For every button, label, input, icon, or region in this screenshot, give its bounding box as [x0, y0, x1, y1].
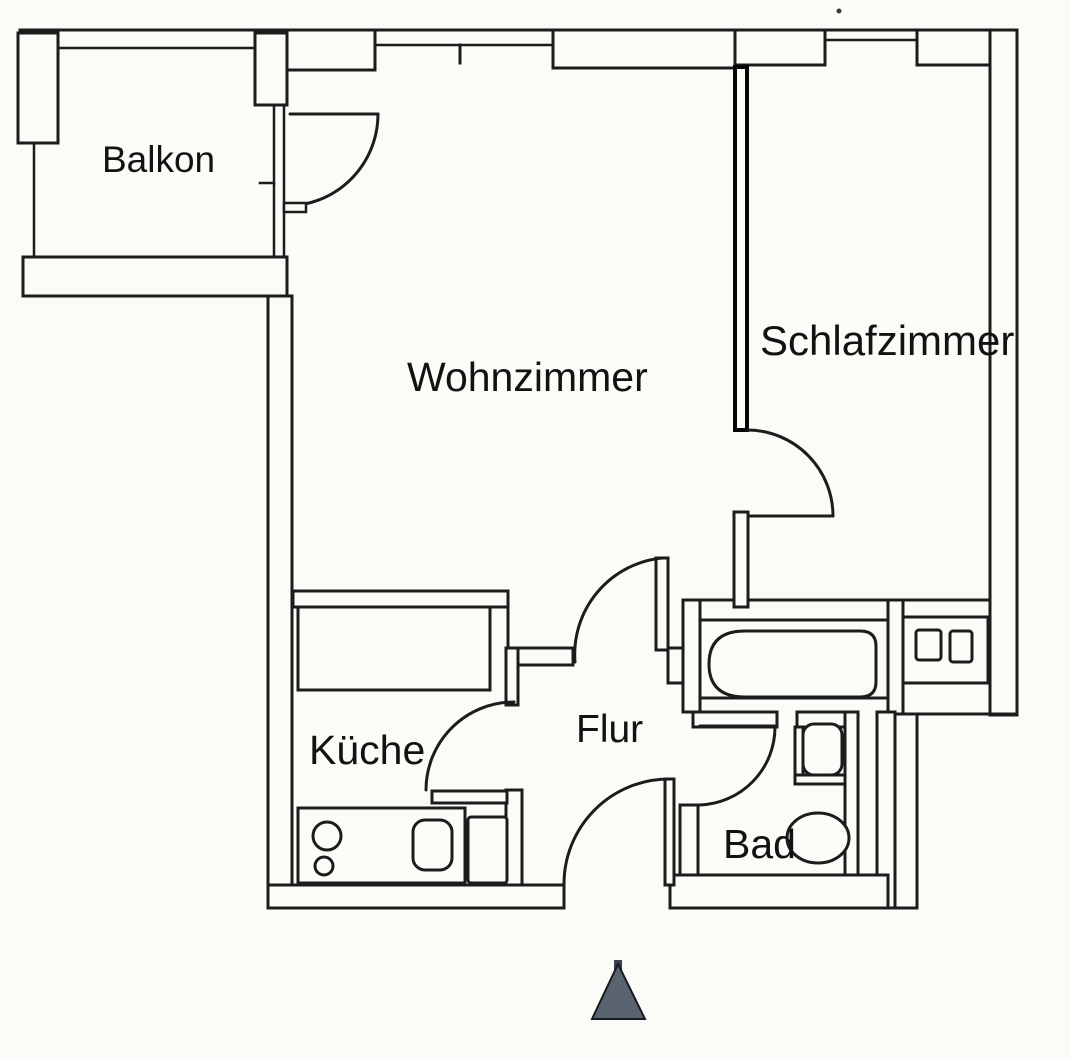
label-flur: Flur	[576, 708, 643, 751]
room-labels: Balkon Wohnzimmer Schlafzimmer Küche Flu…	[102, 139, 1014, 867]
bath-bottom-wall	[668, 873, 890, 910]
bottom-outer-wall	[266, 883, 566, 910]
kitchen-appliance	[466, 815, 509, 885]
right-outer-wall	[988, 28, 1019, 717]
balcony-partition-block	[253, 31, 289, 107]
label-schlafzimmer: Schlafzimmer	[760, 317, 1014, 364]
bathtub	[707, 629, 878, 699]
north-entrance-marker	[590, 960, 647, 1020]
walls	[16, 8, 1019, 910]
entrance-door-swing	[562, 777, 671, 886]
label-balkon: Balkon	[102, 139, 215, 180]
bathroom-door-swing	[698, 725, 777, 807]
bedroom-door-swing	[746, 428, 835, 518]
entrance-door-leaf	[663, 777, 676, 887]
label-wohnzimmer: Wohnzimmer	[407, 354, 648, 400]
bath-west-wall-upper	[681, 598, 702, 714]
hob-burner	[311, 820, 343, 852]
wall-segment	[915, 28, 994, 67]
partition-living-bedroom	[733, 65, 749, 432]
wall-segment	[733, 28, 827, 67]
bath-inner-east-wall	[843, 710, 860, 877]
wall-segment	[551, 28, 737, 70]
balcony-door-stop	[282, 201, 308, 214]
washbasin	[801, 722, 844, 777]
kitchen-sink	[411, 818, 454, 872]
scan-speck	[836, 8, 842, 14]
hall-stub-wall	[666, 646, 685, 685]
kitchen-door-jamb	[504, 646, 520, 707]
balcony-pier	[16, 31, 60, 145]
bath-west-wall-lower	[678, 803, 700, 887]
livingroom-bottom-wall	[291, 589, 510, 609]
wc-toilet	[785, 811, 851, 865]
built-in-cabinet	[296, 605, 492, 692]
balcony-slab	[21, 255, 289, 298]
label-bad: Bad	[723, 821, 796, 867]
livingroom-door-leaf	[654, 556, 670, 652]
doors	[282, 112, 835, 887]
label-kueche: Küche	[309, 727, 425, 773]
bath-east-wall-upper	[886, 598, 905, 716]
shaft-square	[914, 628, 943, 662]
hob-burner	[313, 855, 335, 877]
kitchen-door-leaf	[430, 789, 509, 805]
wall-segment	[285, 28, 377, 72]
shaft-box	[896, 615, 990, 685]
shaft-square	[948, 629, 974, 664]
left-outer-wall	[266, 294, 294, 890]
livingroom-door-swing	[573, 556, 664, 664]
partition-stub	[732, 510, 750, 609]
kitchen-door-swing	[424, 700, 516, 792]
entrance-triangle-icon	[590, 961, 647, 1020]
fixtures	[296, 629, 878, 885]
